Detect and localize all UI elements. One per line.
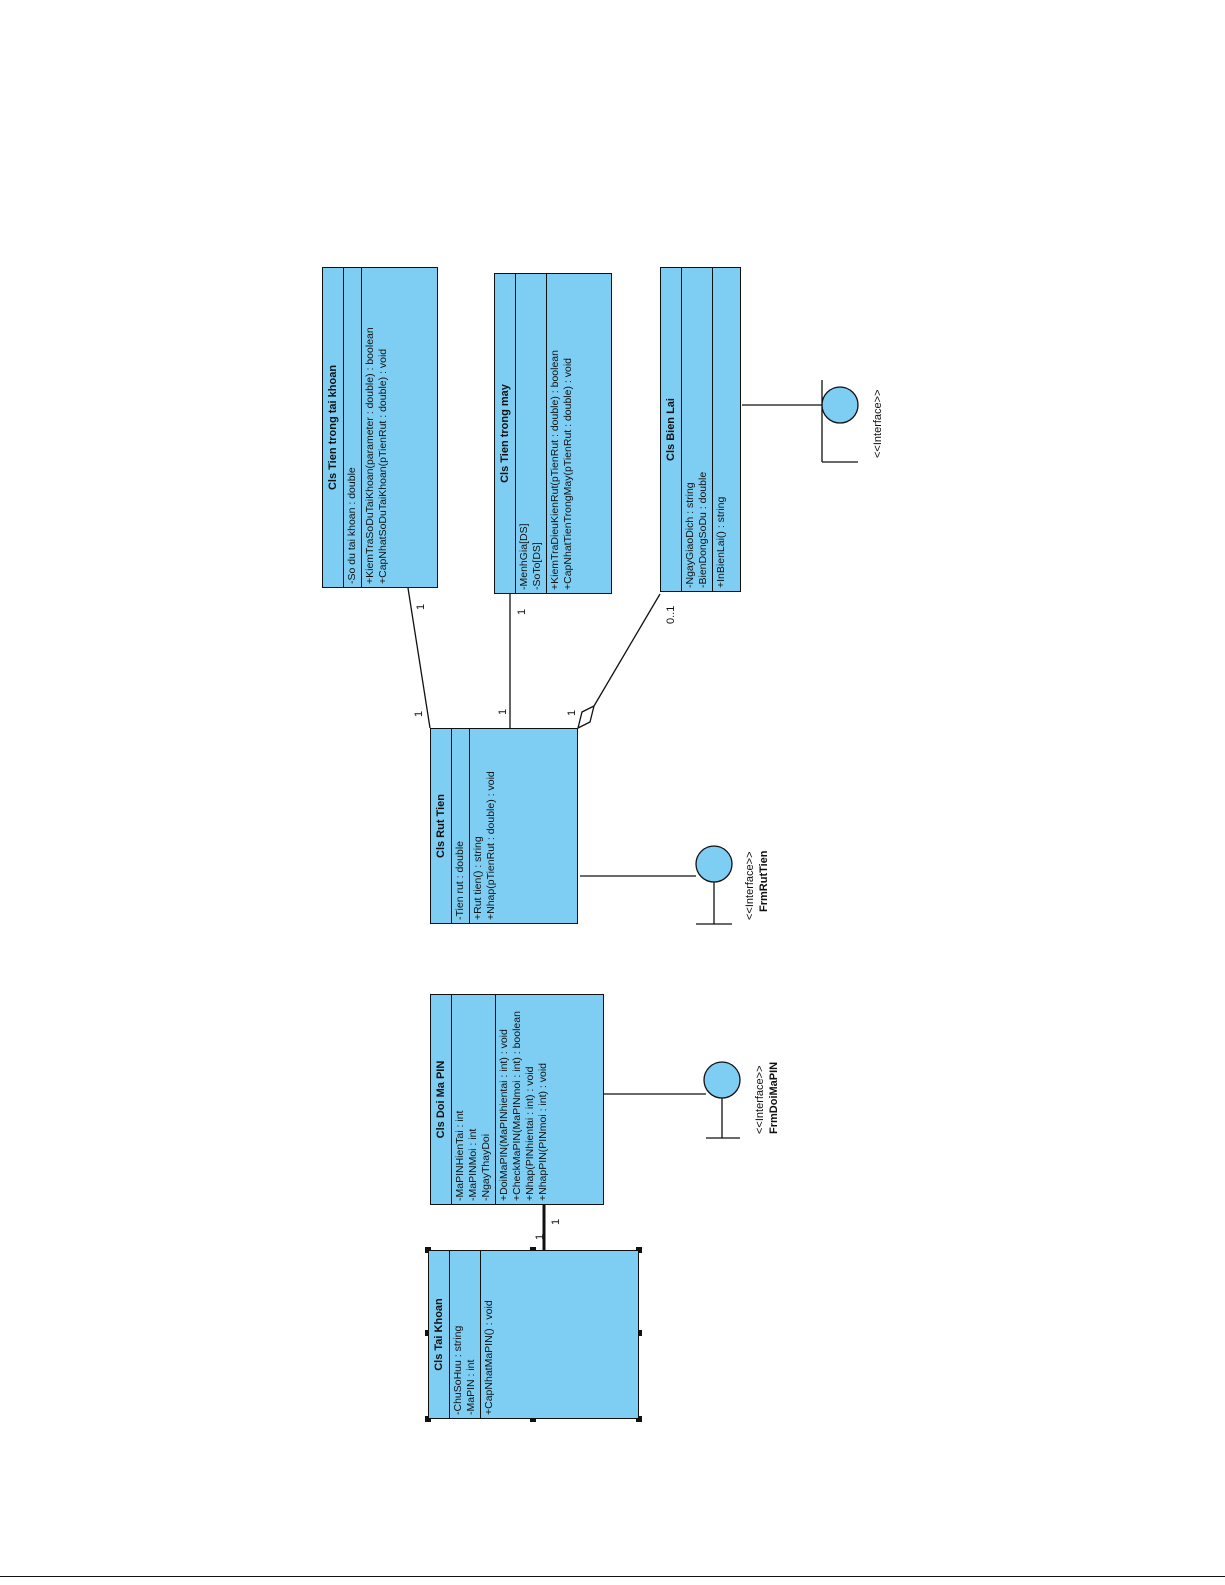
interface-circle-bienlai <box>821 386 859 424</box>
class-rut-tien[interactable]: Cls Rut Tien -Tien rut : double +Rut tie… <box>430 728 578 924</box>
multiplicity-ttk-end: 1 <box>415 603 427 610</box>
attribute: -SoTo[DS] <box>531 542 543 590</box>
class-doi-ma-pin[interactable]: Cls Doi Ma PIN -MaPINHienTai : int -MaPI… <box>430 994 604 1205</box>
attributes-section: -MaPINHienTai : int -MaPINMoi : int -Nga… <box>451 995 495 1204</box>
attribute: -NgayThayDoi <box>480 1133 492 1201</box>
operation: +NhapPIN(PINmoi : int) : void <box>537 1062 549 1201</box>
class-tien-trong-may[interactable]: Cls Tien trong may -MenhGia[DS] -SoTo[DS… <box>494 273 612 594</box>
operations-section: +KiemTraDieuKienRut(pTienRut : double) :… <box>546 274 577 593</box>
operation: +Nhap(pTienRut : double) : void <box>485 771 497 920</box>
attributes-section: -MenhGia[DS] -SoTo[DS] <box>515 274 546 593</box>
operation: +Nhap(PINhientai : int) : void <box>524 1066 536 1201</box>
multiplicity-doimapin-end: 1 <box>550 1218 562 1225</box>
class-title: Cls Doi Ma PIN <box>435 1060 447 1139</box>
operation: +CapNhatTienTrongMay(pTienRut : double) … <box>562 358 574 590</box>
attribute: -So du tai khoan : double <box>346 467 358 584</box>
multiplicity-ttm-ruttien: 1 <box>497 708 509 715</box>
attribute: -MaPIN : int <box>465 1359 477 1415</box>
page-bottom-rule <box>0 1576 1225 1577</box>
operation: +InBienLai() : string <box>715 496 727 588</box>
class-title: Cls Tien trong tai khoan <box>327 364 339 491</box>
multiplicity-taikhoan-end: 1 <box>534 1233 546 1240</box>
attribute: -MaPINMoi : int <box>467 1128 479 1201</box>
operation: +KiemTraDieuKienRut(pTienRut : double) :… <box>549 350 561 590</box>
attribute: -ChuSoHuu : string <box>452 1325 464 1415</box>
operation: +KiemTraSoDuTaiKhoan(parameter : double)… <box>364 327 376 584</box>
class-title: Cls Tai Khoan <box>433 1298 445 1371</box>
class-tai-khoan[interactable]: Cls Tai Khoan -ChuSoHuu : string -MaPIN … <box>428 1250 639 1419</box>
attribute: -NgayGiaoDich : string <box>684 482 696 588</box>
operations-section: +KiemTraSoDuTaiKhoan(parameter : double)… <box>361 268 392 587</box>
interface-circle-ruttien <box>695 845 733 883</box>
interface-stereotype-ruttien: <<Interface>> <box>744 851 756 921</box>
class-title: Cls Bien Lai <box>665 398 677 461</box>
operation: +Rut tien() : string <box>472 836 484 920</box>
multiplicity-bl-ruttien: 1 <box>566 709 578 716</box>
class-bien-lai[interactable]: Cls Bien Lai -NgayGiaoDich : string -Bie… <box>660 267 741 592</box>
operation: +CheckMaPIN(MaPINmoi : int) : boolean <box>511 1011 523 1201</box>
interface-circle-doimapin <box>703 1061 741 1099</box>
interface-name-doimapin: FrmDoiMaPIN <box>768 1061 780 1134</box>
interface-name-ruttien: FrmRutTien <box>758 850 770 912</box>
interface-stereotype-doimapin: <<Interface>> <box>754 1065 766 1135</box>
multiplicity-bl-end: 0..1 <box>665 605 677 624</box>
attributes-section: -So du tai khoan : double <box>343 268 361 587</box>
attributes-section: -NgayGiaoDich : string -BienDongSoDu : d… <box>681 268 712 591</box>
operation: +DoiMaPIN(MaPINhientai : int) : void <box>498 1029 510 1201</box>
operations-section: +CapNhatMaPIN() : void <box>480 1251 498 1418</box>
operations-section: +InBienLai() : string <box>712 268 730 591</box>
class-title: Cls Rut Tien <box>435 794 447 858</box>
attributes-section: -Tien rut : double <box>451 729 469 923</box>
attributes-section: -ChuSoHuu : string -MaPIN : int <box>449 1251 480 1418</box>
aggr-bienlai-ruttien <box>593 593 661 707</box>
interface-stereotype-bienlai: <<Interface>> <box>872 389 884 459</box>
attribute: -BienDongSoDu : double <box>697 471 709 588</box>
assoc-ttk-ruttien <box>407 587 431 729</box>
attribute: -Tien rut : double <box>454 841 466 920</box>
aggregation-diamond <box>577 704 595 730</box>
operations-section: +DoiMaPIN(MaPINhientai : int) : void +Ch… <box>495 995 552 1204</box>
operations-section: +Rut tien() : string +Nhap(pTienRut : do… <box>469 729 500 923</box>
multiplicity-ttm-end: 1 <box>516 608 528 615</box>
operation: +CapNhatMaPIN() : void <box>483 1300 495 1415</box>
attribute: -MaPINHienTai : int <box>454 1110 466 1201</box>
attribute: -MenhGia[DS] <box>518 523 530 590</box>
class-title: Cls Tien trong may <box>499 384 511 483</box>
operation: +CapNhatSoDuTaiKhoan(pTienRut : double) … <box>377 348 389 584</box>
class-tien-trong-tai-khoan[interactable]: Cls Tien trong tai khoan -So du tai khoa… <box>322 267 438 588</box>
multiplicity-ttk-ruttien: 1 <box>413 710 425 717</box>
